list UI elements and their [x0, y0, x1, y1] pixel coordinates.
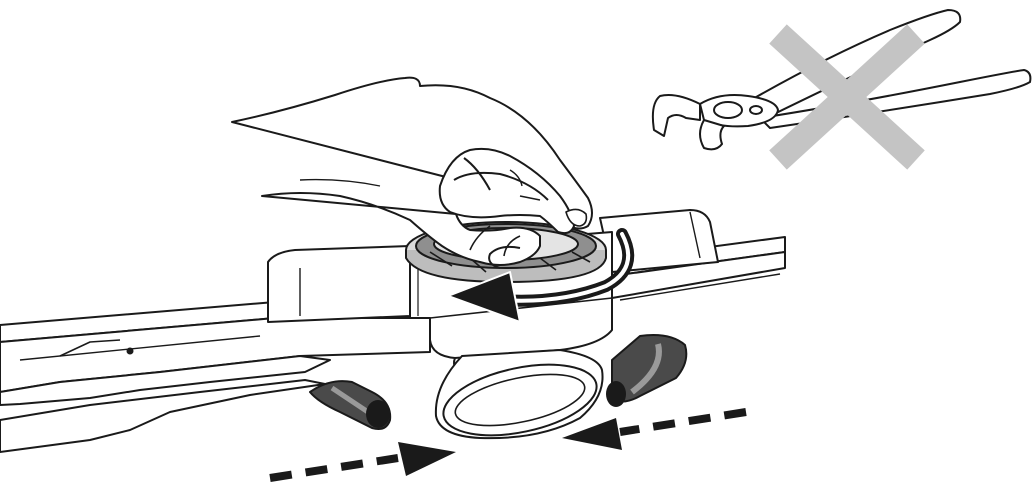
latch-clip-right	[606, 335, 686, 407]
latch-clip-left	[310, 381, 390, 429]
slide-arrow-left	[270, 442, 456, 478]
slide-arrow-right	[562, 412, 746, 450]
